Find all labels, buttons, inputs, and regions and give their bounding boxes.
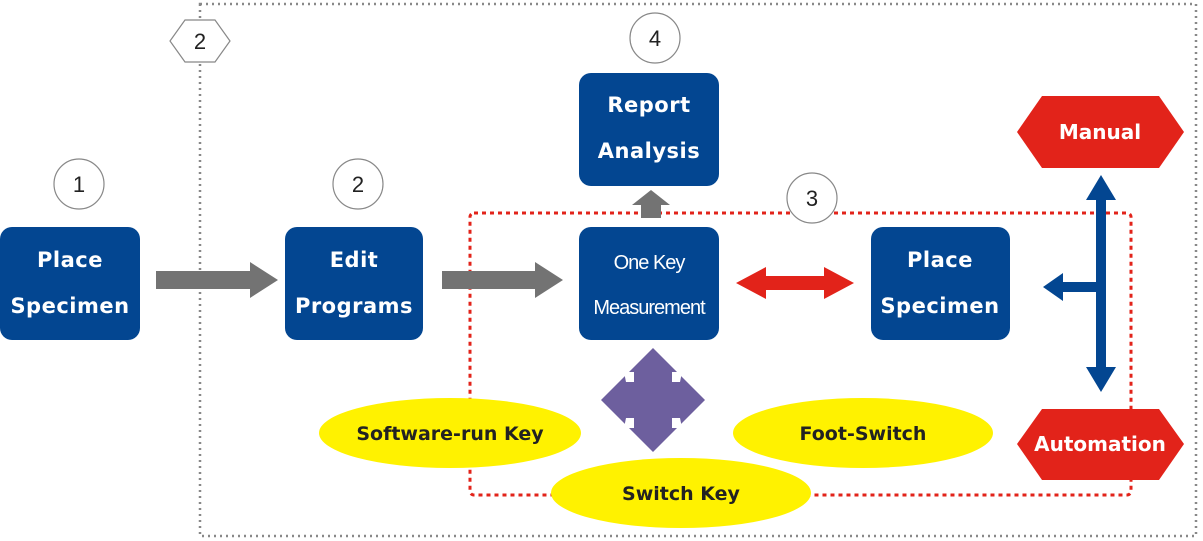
- box-report-analysis-line2: Analysis: [598, 139, 700, 163]
- oval-software-run-key: [319, 398, 581, 468]
- step-2-marker: [332, 158, 384, 210]
- arrow-to-place-specimen: [1043, 273, 1097, 301]
- box-one-key-measurement-line1: One Key: [614, 252, 686, 274]
- oval-foot-switch-label: Foot-Switch: [800, 423, 927, 445]
- oval-switch-key: [551, 458, 811, 528]
- box-edit-programs-line2: Programs: [295, 294, 413, 318]
- step-2-outer-label: 2: [194, 29, 206, 54]
- box-place-specimen-2: [871, 227, 1010, 340]
- arrow-place-to-edit: [156, 262, 278, 298]
- box-one-key-measurement: [579, 227, 719, 340]
- step-1-marker: [53, 158, 105, 210]
- oval-software-run-key-label: Software-run Key: [356, 423, 544, 445]
- box-place-specimen-2-line1: Place: [907, 248, 973, 272]
- hex-manual-label: Manual: [1059, 120, 1141, 144]
- outer-dotted-region: [198, 2, 1198, 538]
- step-3-marker: [786, 172, 838, 224]
- box-report-analysis: [579, 73, 719, 186]
- box-one-key-measurement-line2: Measurement: [593, 297, 706, 319]
- box-edit-programs-line1: Edit: [330, 248, 379, 272]
- four-way-arrow: [601, 348, 705, 452]
- step-3-label: 3: [806, 186, 818, 211]
- four-way-arrow-notch-bottom: [624, 418, 634, 428]
- double-arrow-measurement-specimen: [736, 267, 854, 299]
- four-way-arrow-notch-top: [624, 372, 634, 382]
- hex-automation-label: Automation: [1034, 432, 1166, 456]
- oval-switch-key-label: Switch Key: [622, 483, 741, 505]
- four-way-arrow-notch-right: [672, 372, 682, 382]
- arrow-measurement-to-report: [632, 190, 670, 218]
- double-arrow-manual-automation: [1086, 175, 1116, 392]
- oval-foot-switch: [733, 398, 993, 468]
- hex-manual: [1017, 96, 1184, 168]
- box-report-analysis-line1: Report: [607, 93, 690, 117]
- box-place-specimen-2-line2: Specimen: [880, 294, 999, 318]
- box-place-specimen-1: [0, 227, 140, 340]
- box-place-specimen-1-line2: Specimen: [10, 294, 129, 318]
- step-2-label: 2: [352, 172, 364, 197]
- step-1-label: 1: [73, 172, 85, 197]
- hex-automation: [1017, 409, 1184, 480]
- step-4-marker: [629, 12, 681, 64]
- four-way-arrow-notch-left: [672, 418, 682, 428]
- arrow-edit-to-measurement: [442, 262, 563, 298]
- step-4-label: 4: [649, 26, 661, 51]
- box-place-specimen-1-line1: Place: [37, 248, 103, 272]
- box-edit-programs: [285, 227, 423, 340]
- step-2-outer-hexagon: [169, 19, 231, 63]
